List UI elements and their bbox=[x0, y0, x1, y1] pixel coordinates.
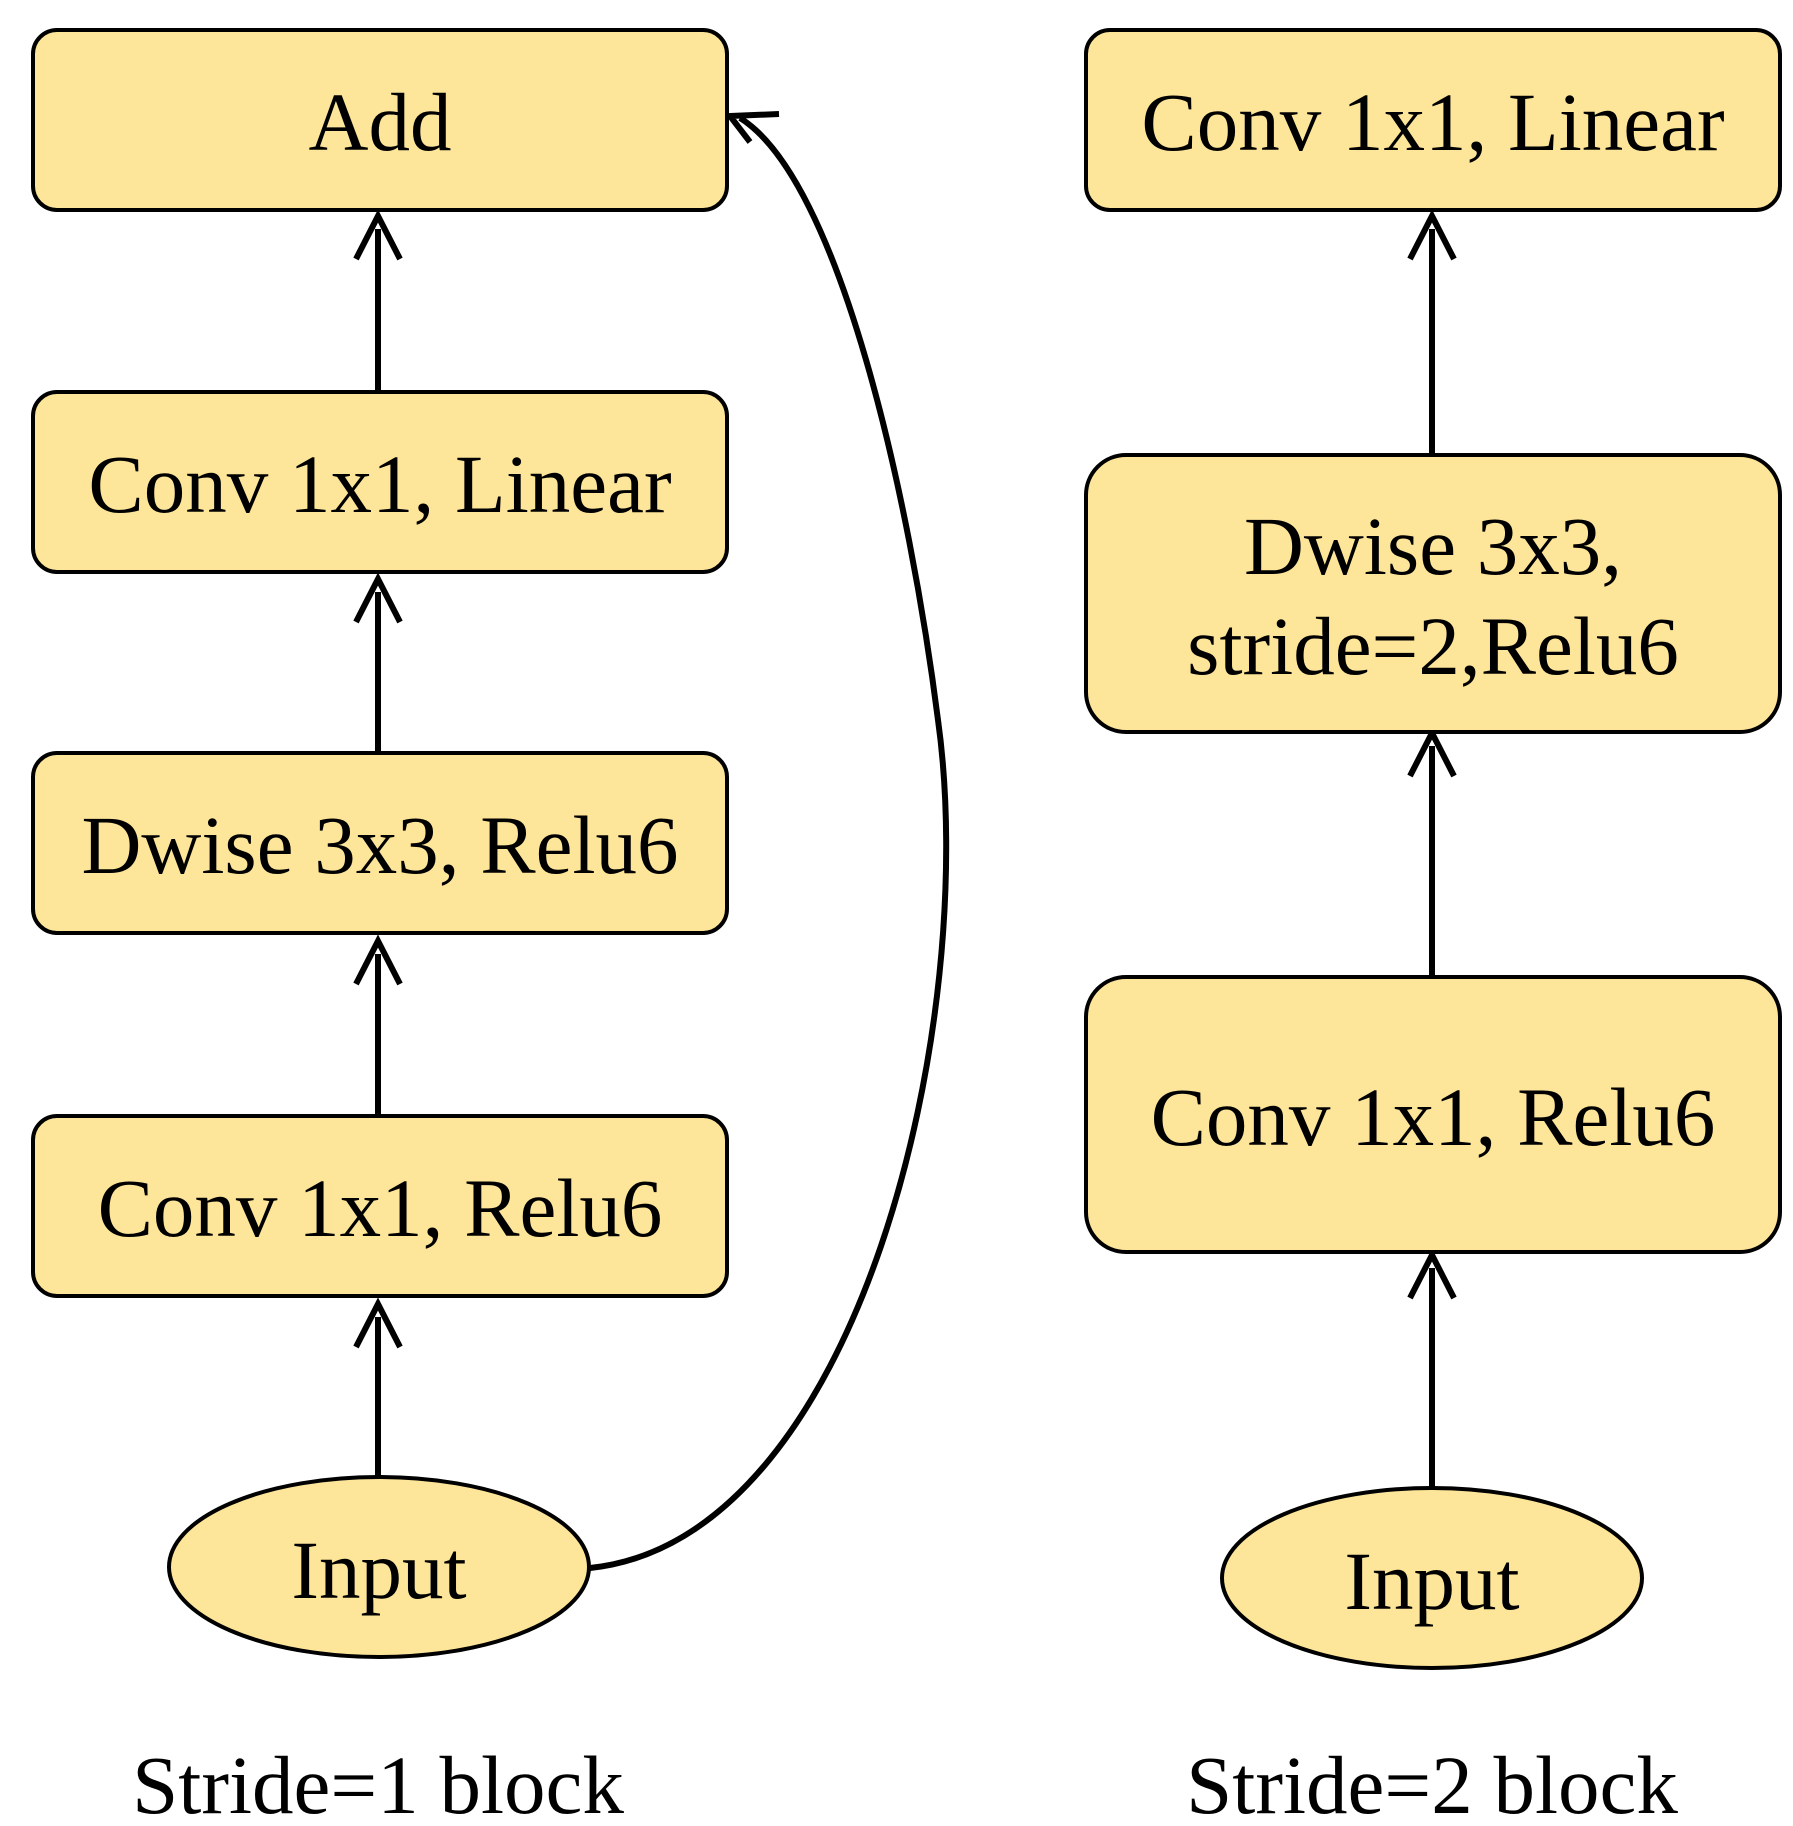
arrowhead-conv-linear-left bbox=[353, 572, 403, 624]
arrowhead-skip-connection bbox=[724, 111, 780, 144]
arrowhead-add bbox=[353, 209, 403, 261]
node-dwise-right: Dwise 3x3, stride=2,Relu6 bbox=[1084, 453, 1782, 734]
node-dwise-right-label-line1: Dwise 3x3, bbox=[1244, 500, 1622, 592]
node-conv-linear-left: Conv 1x1, Linear bbox=[31, 390, 729, 574]
node-dwise-left-box bbox=[31, 751, 729, 935]
caption-stride1: Stride=1 block bbox=[132, 1739, 624, 1826]
caption-stride2: Stride=2 block bbox=[1186, 1739, 1678, 1826]
node-dwise-left: Dwise 3x3, Relu6 bbox=[31, 751, 729, 935]
node-add-label: Add bbox=[309, 76, 452, 168]
arrowhead-conv-relu-left bbox=[353, 1297, 403, 1349]
node-add-box bbox=[31, 28, 729, 212]
node-dwise-right-label-line2: stride=2,Relu6 bbox=[1187, 600, 1679, 692]
node-conv-relu-left-box bbox=[31, 1114, 729, 1298]
node-input-right-label: Input bbox=[1344, 1535, 1519, 1627]
node-dwise-right-box bbox=[1084, 453, 1782, 734]
node-conv-linear-right-label: Conv 1x1, Linear bbox=[1141, 76, 1724, 168]
node-conv-relu-left: Conv 1x1, Relu6 bbox=[31, 1114, 729, 1298]
node-input-right-ellipse bbox=[1220, 1486, 1644, 1670]
node-conv-linear-left-box bbox=[31, 390, 729, 574]
node-input-right: Input bbox=[1220, 1486, 1644, 1670]
stride1-block: Add Conv 1x1, Linear Dwise 3x3, Relu6 Co… bbox=[31, 28, 950, 1826]
arrowhead-conv-relu-right bbox=[1407, 1248, 1457, 1300]
node-conv-relu-right: Conv 1x1, Relu6 bbox=[1084, 975, 1782, 1254]
node-conv-relu-left-label: Conv 1x1, Relu6 bbox=[98, 1162, 663, 1254]
skip-connection-edge bbox=[589, 115, 950, 1571]
arrowhead-dwise-left bbox=[353, 934, 403, 986]
node-input-left: Input bbox=[167, 1475, 591, 1659]
node-input-left-label: Input bbox=[291, 1524, 466, 1616]
node-add: Add bbox=[31, 28, 729, 212]
node-dwise-left-label: Dwise 3x3, Relu6 bbox=[81, 799, 678, 891]
node-conv-relu-right-box bbox=[1084, 975, 1782, 1254]
stride2-block: Conv 1x1, Linear Dwise 3x3, stride=2,Rel… bbox=[1084, 28, 1782, 1826]
arrowhead-conv-linear-right bbox=[1407, 209, 1457, 261]
node-conv-linear-left-label: Conv 1x1, Linear bbox=[88, 438, 671, 530]
node-input-left-ellipse bbox=[167, 1475, 591, 1659]
node-conv-linear-right: Conv 1x1, Linear bbox=[1084, 28, 1782, 212]
node-conv-relu-right-label: Conv 1x1, Relu6 bbox=[1151, 1071, 1716, 1163]
node-conv-linear-right-box bbox=[1084, 28, 1782, 212]
